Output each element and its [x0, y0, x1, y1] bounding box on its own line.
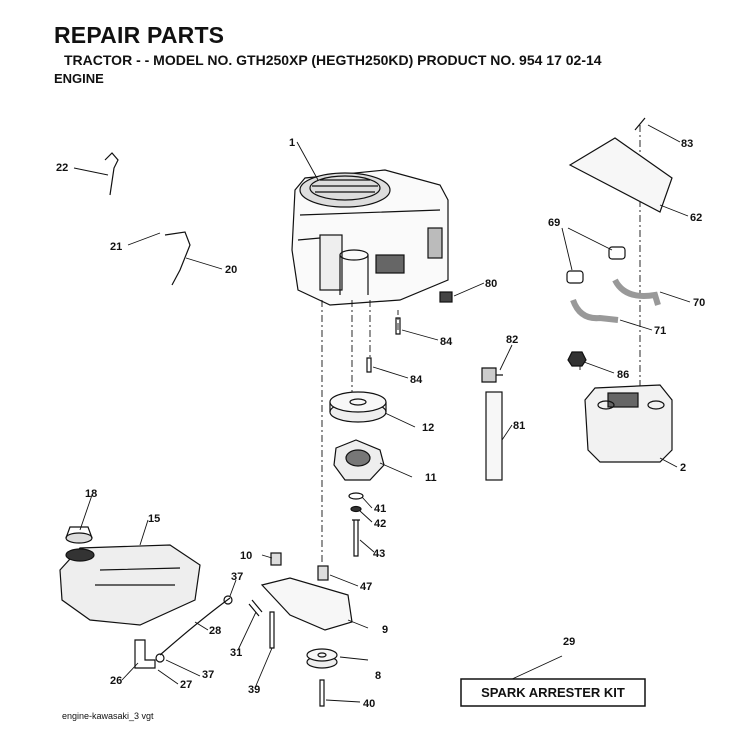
- callout-label: 10: [240, 550, 252, 562]
- callout-label: 86: [617, 369, 629, 381]
- exhaust-pipe-part: [570, 298, 619, 323]
- callout-label: 40: [363, 698, 375, 710]
- callout-label: 71: [654, 325, 666, 337]
- page-subtitle: TRACTOR - - MODEL NO. GTH250XP (HEGTH250…: [64, 52, 602, 68]
- fuel-tank-part: [59, 544, 201, 626]
- callout-label: 41: [374, 503, 386, 515]
- clamp-part: [155, 653, 165, 663]
- spacer-part: [270, 552, 282, 566]
- bolt-part: [352, 519, 360, 557]
- fitting-part: [439, 291, 453, 303]
- callout-label: 42: [374, 518, 386, 530]
- callout-label: 2: [680, 462, 686, 474]
- washer-part: [348, 492, 364, 500]
- spring-part: [248, 599, 263, 617]
- callout-label: 39: [248, 684, 260, 696]
- bolt-part: [366, 357, 372, 373]
- callout-label: 84: [410, 374, 423, 386]
- callout-label: 22: [56, 162, 68, 174]
- callout-label: 21: [110, 241, 122, 253]
- idler-pulley-part: [306, 648, 338, 669]
- callout-label: 31: [230, 647, 242, 659]
- callout-label: 37: [202, 669, 214, 681]
- callout-label: 11: [425, 472, 437, 484]
- callout-label: 29: [563, 636, 575, 648]
- bolt-part: [319, 679, 325, 707]
- heat-shield-part: [568, 137, 673, 213]
- engine-part: [291, 169, 449, 306]
- callout-label: 43: [373, 548, 385, 560]
- callout-label: 82: [506, 334, 518, 346]
- fuel-cap-part: [65, 526, 93, 544]
- callout-label: 9: [382, 624, 388, 636]
- callout-label: 28: [209, 625, 221, 637]
- clamp-part: [223, 595, 233, 605]
- nut-part: [567, 351, 587, 367]
- callout-label: 81: [513, 420, 525, 432]
- pulley-part: [329, 391, 387, 423]
- washer-part: [350, 505, 362, 513]
- callout-label: 20: [225, 264, 237, 276]
- callout-labels: 1 2 8 9 10 11 12 15 18 20 21 22 26 27 28…: [56, 137, 705, 710]
- exhaust-pipe-part: [612, 278, 661, 306]
- knob-part: [104, 152, 119, 196]
- gasket-part: [608, 246, 626, 260]
- breather-tube-part: [485, 391, 503, 481]
- page-title: REPAIR PARTS: [54, 22, 225, 48]
- callout-label: 62: [690, 212, 702, 224]
- clutch-part: [333, 439, 385, 481]
- callout-label: 18: [85, 488, 97, 500]
- shutoff-valve-part: [134, 639, 156, 669]
- kit-label-box: [460, 678, 646, 707]
- callout-label: 8: [375, 670, 381, 682]
- file-reference: engine-kawasaki_3 vgt: [62, 711, 154, 721]
- callout-label: 12: [422, 422, 434, 434]
- callout-label: 1: [289, 137, 295, 149]
- gasket-part: [566, 270, 584, 284]
- screw-part: [634, 117, 646, 131]
- callout-label: 26: [110, 675, 122, 687]
- bracket-part: [260, 577, 353, 631]
- muffler-part: [584, 384, 673, 463]
- fitting-part: [481, 367, 503, 383]
- callout-label: 47: [360, 581, 372, 593]
- callout-label: 83: [681, 138, 693, 150]
- kit-label: SPARK ARRESTER KIT: [481, 685, 625, 700]
- callout-label: 80: [485, 278, 497, 290]
- leader-line: [73, 124, 691, 703]
- callout-label: 69: [548, 217, 560, 229]
- callout-label: 37: [231, 571, 243, 583]
- callout-label: 15: [148, 513, 160, 525]
- spacer-part: [317, 565, 329, 581]
- bolt-part: [269, 611, 275, 649]
- callout-label: 84: [440, 336, 453, 348]
- callout-label: 27: [180, 679, 192, 691]
- callout-label: 70: [693, 297, 705, 309]
- control-part: [164, 231, 191, 286]
- section-title: ENGINE: [54, 71, 104, 86]
- bolt-part: [395, 317, 401, 335]
